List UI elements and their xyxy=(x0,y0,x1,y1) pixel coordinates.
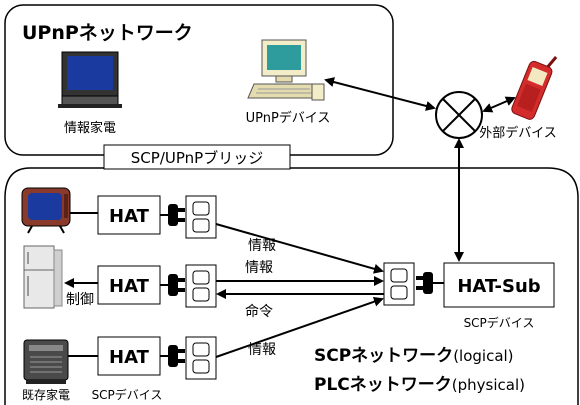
hat-box-2 xyxy=(97,265,161,305)
heater-icon xyxy=(23,339,69,384)
hat-box-3 xyxy=(97,336,161,376)
tv-icon xyxy=(58,51,122,108)
fridge-icon xyxy=(23,245,63,309)
tv-label: 情報家電 xyxy=(64,120,116,136)
pc-router-arrow xyxy=(324,77,436,111)
hat-sub-label: HAT-Sub xyxy=(457,276,540,297)
plug-icon xyxy=(160,204,185,226)
bridge-label-box xyxy=(103,144,291,170)
legacy-appliance-label: 既存家電 xyxy=(22,387,70,402)
hat-sub-caption: SCPデバイス xyxy=(464,315,535,330)
plc-network-bold: PLCネットワーク xyxy=(314,375,452,395)
scp-network-bold: SCPネットワーク xyxy=(314,346,453,366)
outlet-icon xyxy=(185,336,217,380)
external-device-label: 外部デバイス xyxy=(479,125,557,141)
scp-network-box xyxy=(4,167,579,405)
command-label: 命令 xyxy=(245,303,273,320)
outlet-icon xyxy=(185,195,217,239)
info-label-2: 情報 xyxy=(245,260,273,276)
scp-network-label: SCPネットワーク(logical) xyxy=(314,346,514,366)
scp-network-note: (logical) xyxy=(453,347,513,365)
outlet-icon xyxy=(383,262,415,306)
plug-icon xyxy=(160,345,185,367)
hat-label-2: HAT xyxy=(109,276,150,297)
hat-label-3: HAT xyxy=(109,347,150,368)
plug-icon xyxy=(160,274,185,296)
hat-label-1: HAT xyxy=(109,206,150,227)
info-label-3: 情報 xyxy=(248,342,276,358)
scp-device-label: SCPデバイス xyxy=(92,387,163,402)
bridge-label: SCP/UPnPブリッジ xyxy=(131,149,263,167)
info-arrow-1 xyxy=(215,223,384,274)
control-label: 制御 xyxy=(66,292,94,308)
outlet-icon xyxy=(185,264,217,308)
router-phone-arrow xyxy=(482,96,516,113)
pc-label: UPnPデバイス xyxy=(246,110,331,126)
hat-sub-box xyxy=(443,262,555,308)
plc-network-note: (physical) xyxy=(452,376,525,394)
info-arrow-3 xyxy=(215,296,384,358)
plug-icon xyxy=(416,272,444,294)
upnp-network-title: UPnPネットワーク xyxy=(22,22,193,44)
pc-icon xyxy=(247,39,325,101)
crt-tv-icon xyxy=(21,187,71,234)
router-icon xyxy=(435,91,483,139)
hat-box-1 xyxy=(97,195,161,235)
plc-network-label: PLCネットワーク(physical) xyxy=(314,375,525,395)
phone-icon xyxy=(511,56,558,120)
info-label-1: 情報 xyxy=(248,238,276,254)
